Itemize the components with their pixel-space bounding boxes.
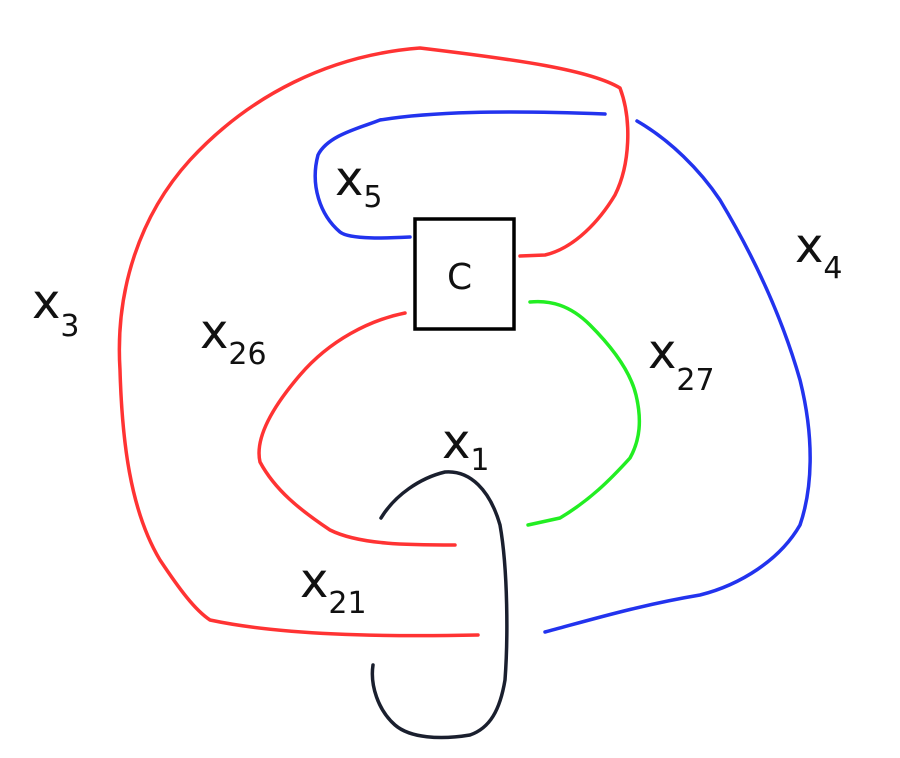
label-x5-sub: 5 [363, 180, 382, 215]
label-x1: x1 [442, 414, 490, 478]
label-x1-sub: 1 [470, 443, 489, 478]
box-label: C [447, 257, 472, 298]
label-x26: x26 [200, 304, 267, 372]
label-x3-sub: 3 [60, 309, 79, 344]
label-x5-main: x [335, 151, 363, 207]
label-x3: x3 [32, 274, 80, 344]
label-x3-main: x [32, 274, 60, 330]
label-x5: x5 [335, 151, 383, 215]
label-x26-main: x [200, 304, 228, 360]
label-x1-main: x [442, 414, 470, 470]
label-x27-main: x [648, 324, 676, 380]
coupon-box [413, 217, 516, 331]
strand-x5 [313, 110, 607, 240]
label-x4-sub: 4 [823, 251, 842, 286]
label-x4: x4 [795, 218, 843, 286]
label-x4-main: x [795, 218, 823, 274]
strand-x1-upper [370, 470, 509, 740]
label-x26-sub: 26 [228, 337, 266, 372]
label-x21-sub: 21 [328, 586, 366, 621]
label-x21: x21 [300, 553, 367, 621]
label-x27-sub: 27 [676, 363, 714, 398]
strand-x27 [526, 299, 642, 527]
strand-x26 [257, 311, 457, 547]
label-x27: x27 [648, 324, 715, 398]
strand-x4 [543, 119, 812, 634]
strand-x3 [117, 46, 630, 638]
label-x21-main: x [300, 553, 328, 609]
